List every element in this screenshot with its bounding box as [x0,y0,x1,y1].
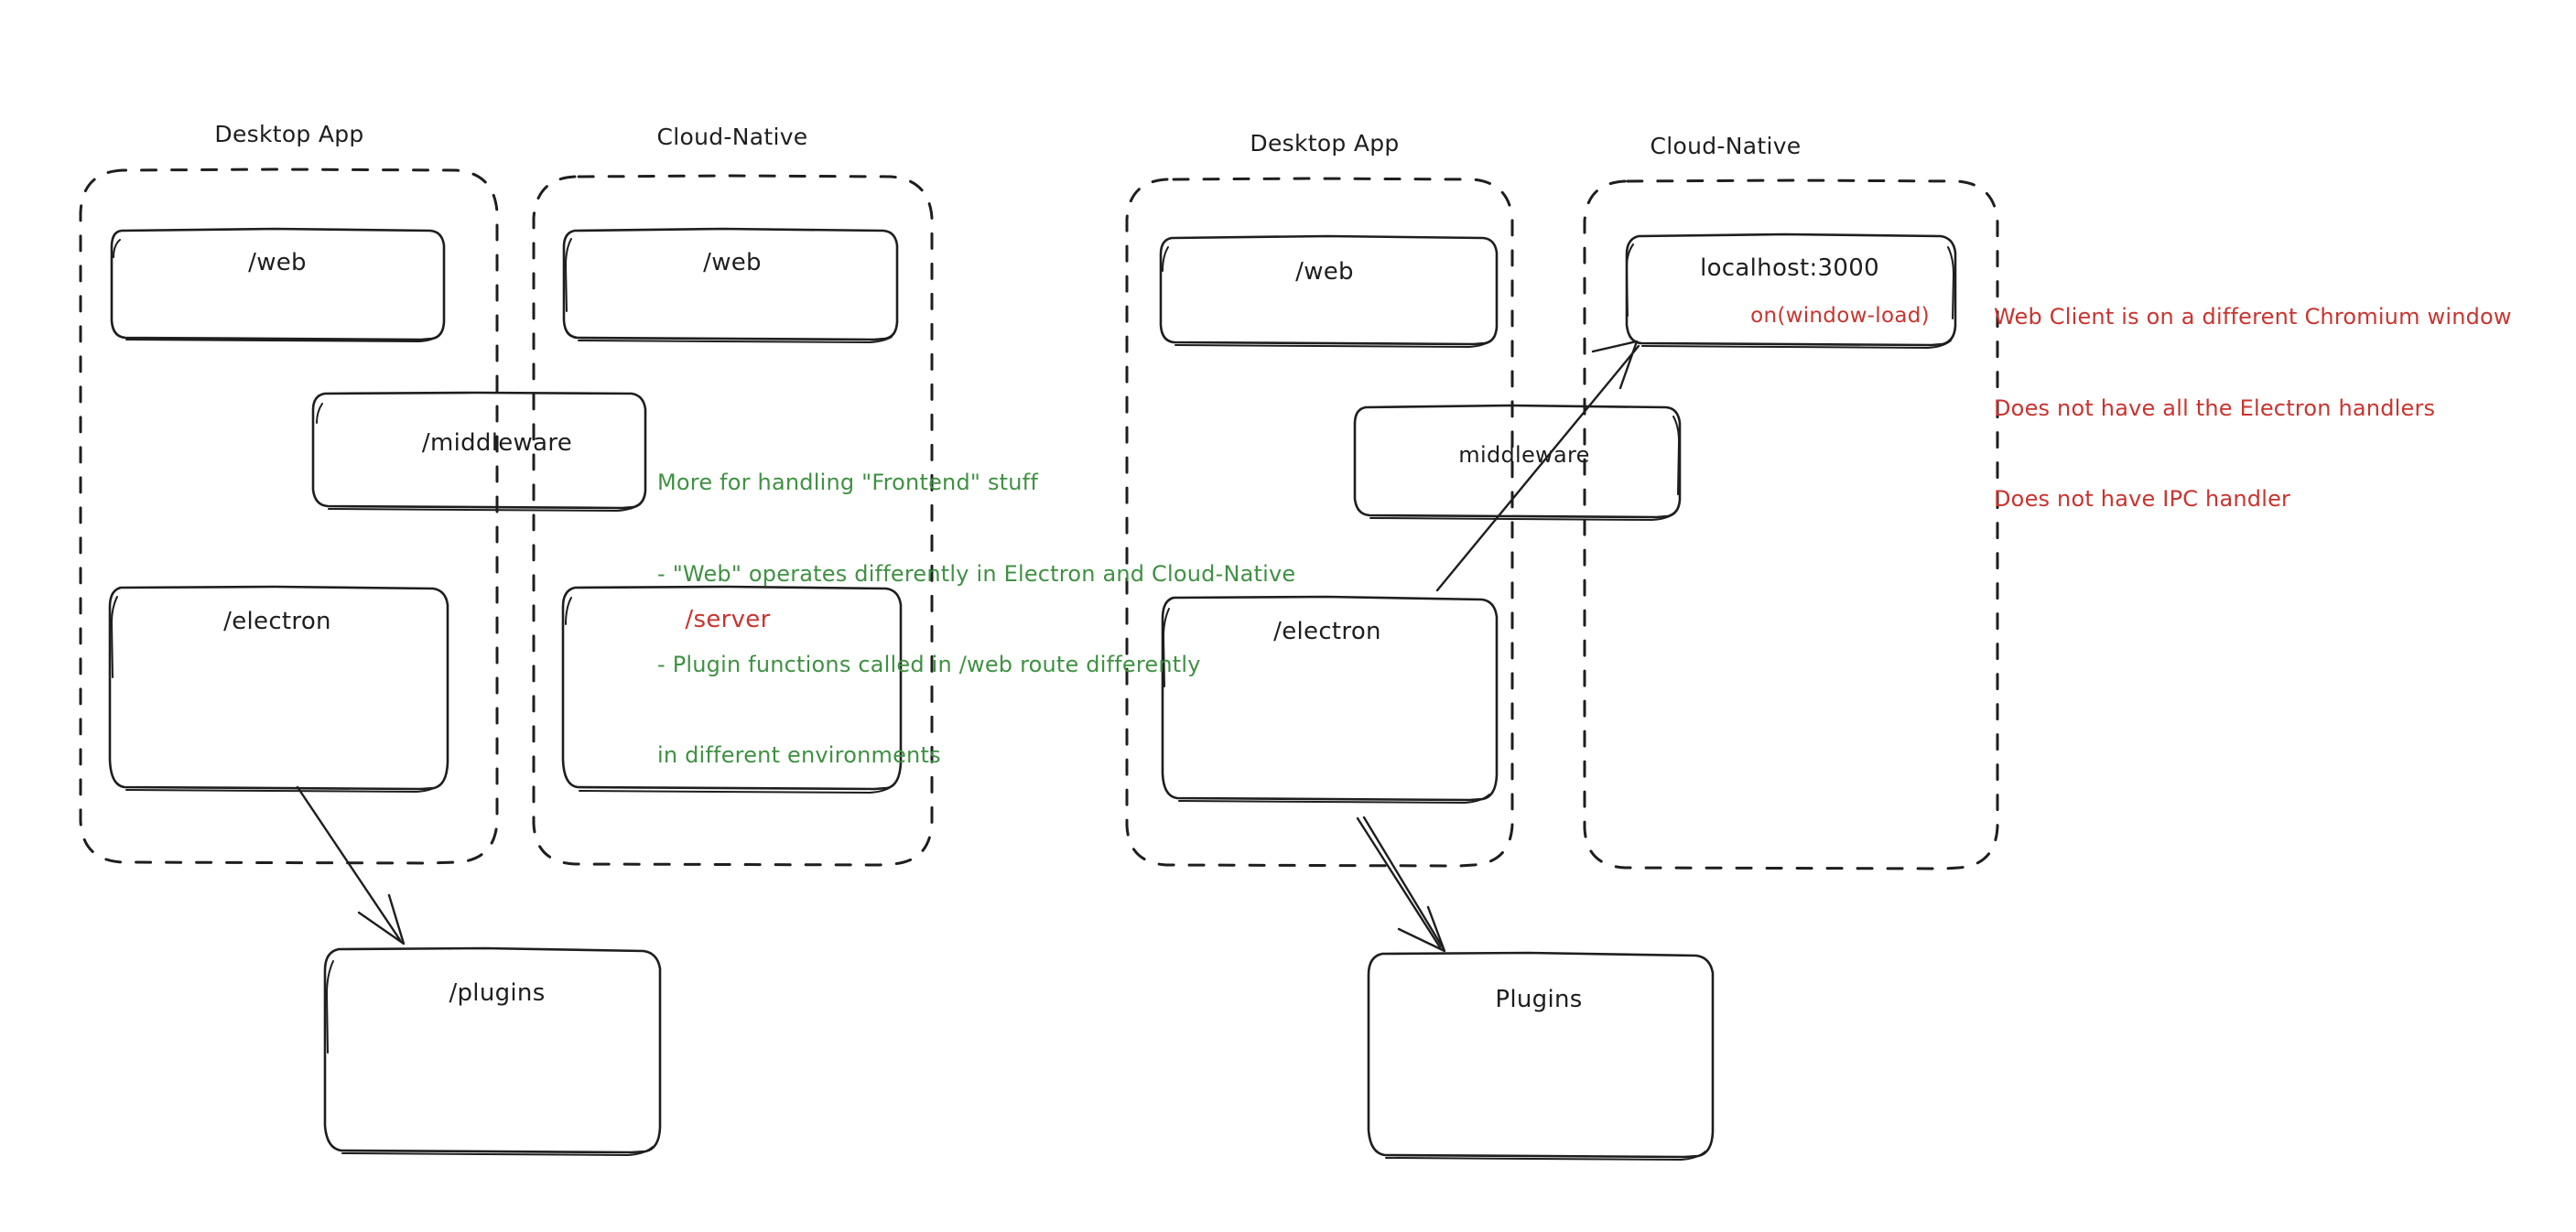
right-electron-box [1161,595,1499,804]
left-box-label-web-cloud: /web [703,249,762,276]
left-electron-box [108,585,449,793]
right-desktop-app-container [1125,177,1514,868]
left-electron-to-plugins-arrow [296,785,406,946]
green-note-line-1: More for handling "Frontend" stuff [657,470,1038,496]
right-electron-to-localhost-arrow [1435,340,1640,592]
right-box-label-on-window-load: on(window-load) [1750,304,1930,328]
left-plugins-box [323,946,662,1156]
left-group-title-desktop-app: Desktop App [214,121,364,147]
green-note-line-3: - Plugin functions called in /web route … [657,651,1201,677]
right-electron-to-plugins-arrow [1356,816,1446,953]
left-web-desktop-box [110,227,446,342]
right-group-title-cloud-native: Cloud-Native [1650,133,1802,159]
green-note-line-4: in different environments [657,742,941,769]
red-note-line-1: Web Client is on a different Chromium wi… [1994,304,2512,330]
left-server-box [561,585,903,794]
left-box-label-web-desktop: /web [248,249,307,276]
right-plugins-box [1367,951,1715,1161]
right-box-label-localhost: localhost:3000 [1700,254,1879,282]
left-middleware-box [311,391,647,512]
red-annotation-note: Web Client is on a different Chromium wi… [1994,242,2512,575]
red-note-line-2: Does not have all the Electron handlers [1994,394,2436,421]
right-group-title-desktop-app: Desktop App [1250,130,1400,157]
right-web-box [1159,234,1499,348]
left-box-label-middleware: /middleware [421,429,573,457]
green-annotation-note: More for handling "Frontend" stuff - "We… [657,407,1295,832]
right-box-label-plugins: Plugins [1495,986,1583,1013]
right-localhost-box [1625,232,1957,349]
right-box-label-middleware: middleware [1458,442,1590,468]
left-box-label-server: /server [685,606,771,633]
right-box-label-electron: /electron [1273,618,1381,645]
left-web-cloud-box [562,227,899,343]
left-group-title-cloud-native: Cloud-Native [656,124,808,150]
green-note-line-2: - "Web" operates differently in Electron… [657,560,1296,587]
red-note-line-3: Does not have IPC handler [1994,485,2291,512]
left-box-label-electron: /electron [223,608,331,635]
right-cloud-native-container [1583,178,1999,870]
left-box-label-plugins: /plugins [449,979,546,1007]
right-middleware-box [1353,404,1682,521]
right-box-label-web: /web [1295,258,1354,286]
